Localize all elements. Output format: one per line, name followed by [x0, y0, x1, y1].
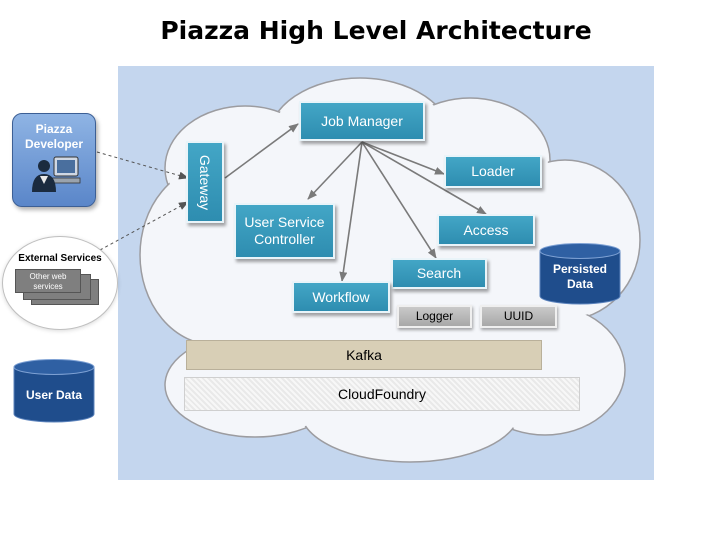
job-manager-label: Job Manager	[321, 112, 403, 129]
access-label: Access	[463, 221, 509, 238]
kafka-bar: Kafka	[186, 340, 542, 370]
uuid-box: UUID	[480, 305, 557, 328]
job-manager-box: Job Manager	[299, 101, 425, 141]
workflow-label: Workflow	[312, 288, 370, 305]
developer-computer-icon	[32, 156, 81, 192]
persisted-data-label: Persisted Data	[552, 262, 608, 291]
other-web-services-label: Other web services	[29, 272, 67, 291]
arrow-gateway-jobmanager	[224, 123, 299, 179]
diagram-title: Piazza High Level Architecture	[160, 16, 592, 45]
user-service-controller-label: User Service Controller	[244, 214, 325, 247]
dashed-external-gateway	[99, 201, 189, 251]
arrow-jobmanager-search	[361, 141, 437, 259]
piazza-developer-box: Piazza Developer	[12, 113, 96, 207]
arrow-jobmanager-usc	[307, 141, 363, 200]
user-data-icon	[13, 359, 95, 423]
persisted-data-icon	[539, 243, 621, 305]
arrow-jobmanager-access	[361, 141, 487, 215]
kafka-label: Kafka	[346, 346, 382, 363]
uuid-label: UUID	[503, 309, 534, 323]
loader-box: Loader	[444, 155, 542, 188]
dashed-developer-gateway	[96, 151, 189, 180]
piazza-developer-label: Piazza Developer	[24, 122, 84, 151]
user-service-controller-box: User Service Controller	[234, 203, 335, 259]
external-services-label: External Services	[18, 253, 102, 264]
search-box: Search	[391, 258, 487, 289]
arrow-jobmanager-workflow	[339, 141, 363, 282]
logger-label: Logger	[415, 309, 454, 323]
access-box: Access	[437, 214, 535, 246]
arrow-jobmanager-loader	[361, 141, 445, 175]
cloudfoundry-label: CloudFoundry	[338, 385, 426, 402]
gateway-label: Gateway	[197, 154, 214, 210]
loader-label: Loader	[471, 163, 515, 179]
search-label: Search	[416, 265, 462, 281]
logger-box: Logger	[397, 305, 472, 328]
cloudfoundry-bar: CloudFoundry	[184, 377, 580, 411]
gateway-box: Gateway	[186, 141, 224, 223]
workflow-box: Workflow	[292, 281, 390, 313]
service-card-front: Other web services	[15, 269, 81, 293]
user-data-label: User Data	[25, 388, 83, 402]
external-services-bubble: External Services Other web services	[2, 236, 118, 330]
